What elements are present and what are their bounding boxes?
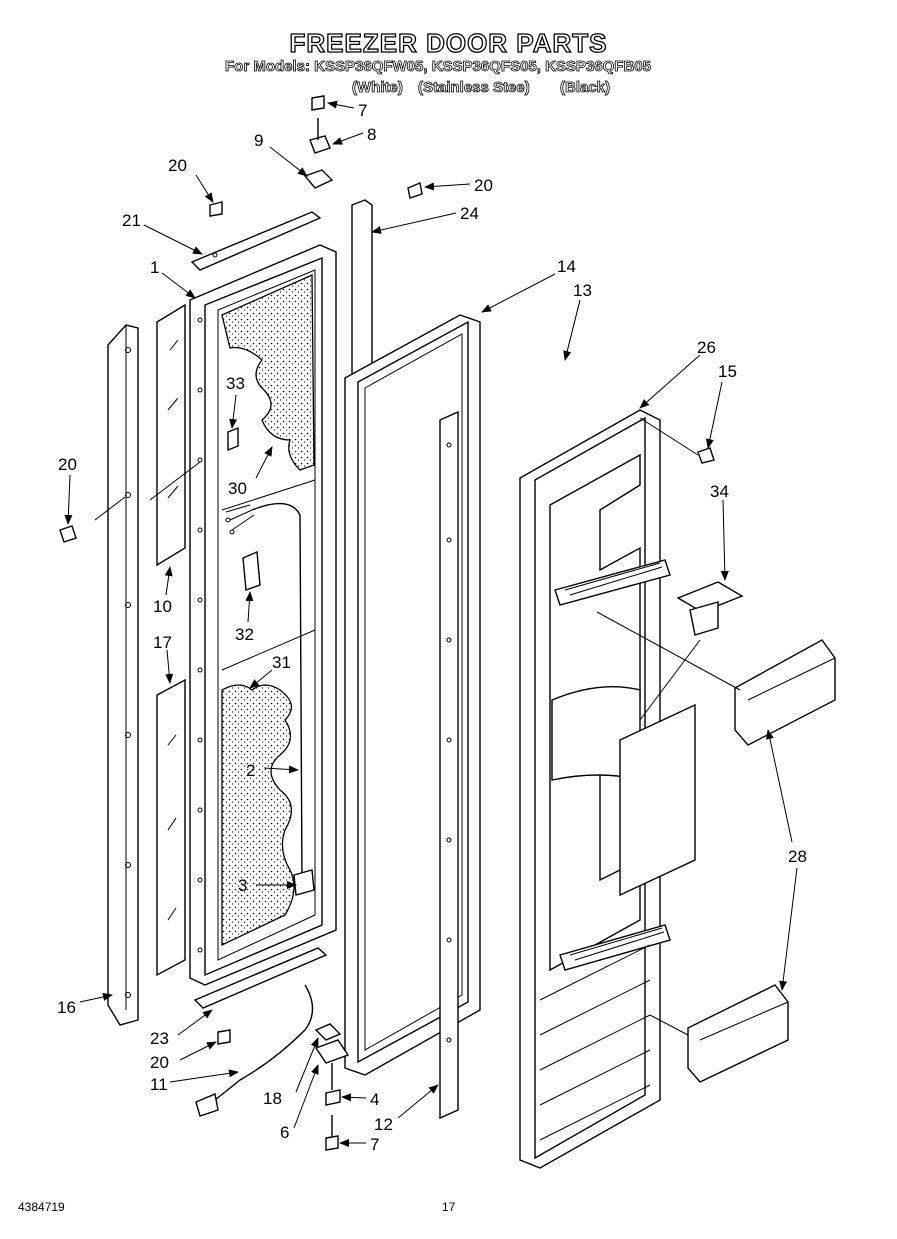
frame-screw-holes (197, 317, 203, 953)
callout-7-top: 7 (358, 101, 367, 120)
callout-labels: 7 8 9 20 20 24 21 1 14 13 26 15 33 30 20… (57, 101, 807, 1154)
callout-12: 12 (374, 1115, 393, 1134)
part-31-lower-foam (221, 684, 295, 947)
callout-9: 9 (254, 131, 263, 150)
part-7-top-screw (311, 95, 325, 111)
part-28-upper-bin (734, 639, 836, 746)
part-28-lower-bin (687, 984, 789, 1083)
page-number: 17 (442, 1200, 456, 1214)
callout-15: 15 (718, 362, 737, 381)
callout-3: 3 (238, 876, 247, 895)
finish-label-stainless: (Stainless Stee) (418, 79, 531, 97)
model-list: For Models: KSSP36QFW05, KSSP36QFS05, KS… (225, 58, 652, 76)
callout-21: 21 (122, 211, 141, 230)
part-10-upper-glass (156, 303, 186, 567)
part-13-door-liner (519, 409, 696, 1169)
part-16-side-trim (107, 324, 139, 1026)
callout-2: 2 (246, 761, 255, 780)
callout-6: 6 (280, 1123, 289, 1142)
finish-label-white: (White) (352, 79, 404, 97)
finish-label-black: (Black) (560, 79, 611, 97)
callout-32: 32 (235, 625, 254, 644)
part-23-bottom-bracket (193, 947, 328, 1009)
callout-1: 1 (150, 258, 159, 277)
part-20-screw-bottom (217, 1029, 231, 1045)
part-7-bottom-screw (325, 1115, 339, 1151)
callout-16: 16 (57, 998, 76, 1017)
part-20-screw-top (209, 201, 223, 217)
callout-28: 28 (788, 847, 807, 866)
callout-4: 4 (370, 1090, 379, 1109)
callout-31: 31 (272, 653, 291, 672)
part-11-harness-cable (195, 984, 314, 1117)
callout-34: 34 (710, 482, 729, 501)
part-4-washer (325, 1089, 341, 1106)
callout-13: 13 (573, 281, 592, 300)
part-30-upper-foam (221, 274, 315, 471)
part-21-top-bracket (190, 211, 322, 271)
callout-23: 23 (150, 1029, 169, 1048)
part-12-vertical-trim (439, 410, 459, 1120)
callout-7-bottom: 7 (370, 1135, 379, 1154)
callout-11: 11 (150, 1075, 168, 1094)
callout-20-right: 20 (474, 176, 493, 195)
part-14-door-gasket (344, 314, 481, 1076)
callout-20-bottom: 20 (150, 1053, 169, 1072)
part-8-hinge-pin (309, 118, 331, 154)
callout-8: 8 (367, 125, 376, 144)
part-34-chute (676, 581, 744, 636)
callout-10: 10 (153, 597, 172, 616)
part-18-hinge-shim (314, 1023, 342, 1041)
callout-30: 30 (228, 479, 247, 498)
callout-33: 33 (226, 374, 245, 393)
callout-17: 17 (153, 633, 172, 652)
callout-14: 14 (557, 257, 576, 276)
part-3-grommet (293, 869, 315, 896)
callout-20-left: 20 (58, 455, 77, 474)
part-6-bottom-hinge (314, 1039, 350, 1090)
part-17-lower-glass (156, 678, 186, 977)
page-title: FREEZER DOOR PARTS (289, 27, 608, 58)
part-32-connector (242, 550, 261, 591)
callout-26: 26 (697, 338, 716, 357)
part-2-wire-harness (225, 502, 303, 881)
part-20-screw-left (59, 525, 77, 543)
part-15-screw (697, 447, 715, 464)
callout-18: 18 (263, 1089, 282, 1108)
part-9-hinge-plate (303, 169, 334, 189)
callout-24: 24 (460, 204, 479, 223)
document-number: 4384719 (18, 1200, 65, 1214)
leader-lines (64, 100, 798, 1147)
part-20-screw-right (407, 182, 423, 199)
callout-20-top: 20 (168, 156, 187, 175)
part-33-clip (227, 426, 239, 452)
